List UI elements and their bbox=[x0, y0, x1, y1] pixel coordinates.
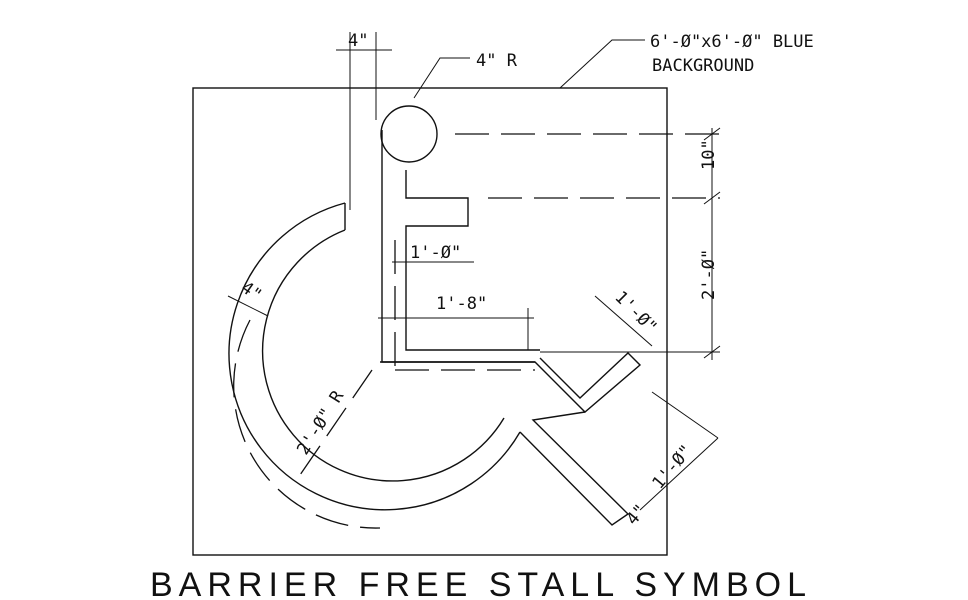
foot-ext-line bbox=[651, 391, 719, 439]
wheel-inner-arc bbox=[261, 229, 505, 482]
head-circle bbox=[380, 105, 438, 163]
dim-height-10: 10" bbox=[699, 139, 719, 170]
foot-dim-line bbox=[639, 437, 719, 511]
dim-wheel-thickness: 4" bbox=[237, 278, 265, 306]
dim-leg-1ft: 1'-Ø" bbox=[610, 287, 660, 337]
leg-outline bbox=[380, 361, 630, 526]
dim-foot-4: 4" bbox=[623, 501, 651, 530]
callout-background-line1: 6'-Ø"x6'-Ø" BLUE bbox=[650, 32, 814, 52]
drawing-title: BARRIER FREE STALL SYMBOL bbox=[150, 566, 812, 600]
dim-top-width: 4" bbox=[348, 31, 368, 51]
dim-arm-1ft: 1'-Ø" bbox=[410, 243, 461, 263]
radius-callout-leader bbox=[413, 57, 470, 99]
tick-3 bbox=[703, 345, 721, 359]
dim-seat-1ft8: 1'-8" bbox=[436, 294, 487, 314]
callout-background-line2: BACKGROUND bbox=[652, 56, 754, 76]
wheel-centerline bbox=[233, 319, 381, 529]
background-callout-leader bbox=[559, 39, 645, 89]
leg-dim-line bbox=[594, 295, 653, 347]
callout-head-radius: 4" R bbox=[476, 51, 518, 71]
blue-background-square bbox=[192, 87, 668, 556]
dim-foot-1ft: 1'-Ø" bbox=[649, 441, 697, 493]
wheel-outer-arc bbox=[228, 202, 521, 511]
wheel-thickness-dim bbox=[227, 295, 269, 317]
dim-wheel-radius: 2'-Ø" R bbox=[293, 387, 348, 459]
dim-height-2ft: 2'-Ø" bbox=[699, 249, 719, 300]
tick-2 bbox=[703, 191, 721, 205]
tick-1 bbox=[703, 127, 721, 141]
